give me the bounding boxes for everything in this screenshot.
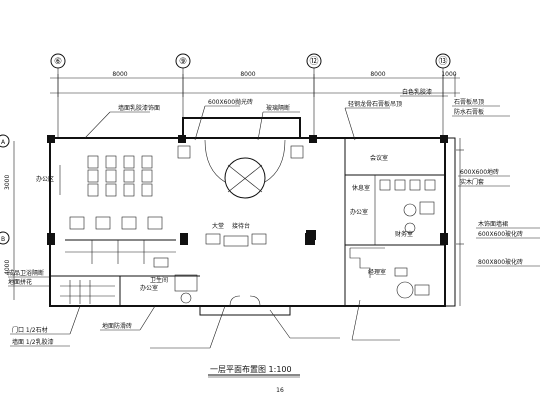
note-15: 墙面 1/2乳胶漆 [12, 338, 54, 346]
axis-12-label: ⑫ [309, 56, 318, 67]
dim-side-1: 3000 [4, 175, 11, 190]
room-manager-label: 经理室 [368, 268, 386, 276]
note-10: 600X600玻化砖 [478, 230, 523, 238]
right-rooms: 会议室 财务室 经理室 办公室 休息室 [344, 138, 445, 306]
page-number: 16 [276, 387, 284, 394]
note-13: 地面拼花 [8, 278, 32, 286]
note-5: 石膏板吊顶 [454, 98, 484, 106]
axis-13-label: ⑬ [438, 56, 447, 67]
room-finance-label: 财务室 [395, 230, 413, 238]
axis-bubbles-top: ⑥ ⑨ ⑫ ⑬ [50, 53, 451, 138]
room-lobby-label: 大堂 [212, 222, 224, 230]
note-6: 防水石膏板 [454, 108, 484, 116]
note-4: 白色乳胶漆 [402, 88, 432, 96]
dim-side-2: 4000 [4, 260, 11, 275]
note-16: 地面防滑砖 [102, 322, 132, 330]
room-right-mid-label: 休息室 [352, 184, 370, 192]
dim-1: 8000 [112, 71, 127, 78]
drawing-title-text: 一层平面布置图 1:100 [210, 364, 292, 374]
axis-b-label: B [1, 236, 5, 243]
axis-bubbles-left: A B 3000 4000 [0, 134, 15, 300]
note-1: 600X600抛光砖 [208, 98, 253, 106]
annotations: 墙面乳胶漆饰面 600X600抛光砖 玻璃隔断 轻钢龙骨石膏板吊顶 白色乳胶漆 … [8, 88, 540, 349]
room-right-small-label: 办公室 [350, 208, 368, 216]
room-wc-label: 卫生间 [150, 276, 168, 284]
note-2: 玻璃隔断 [266, 104, 290, 112]
room-meeting-label: 会议室 [370, 154, 388, 162]
note-3: 轻钢龙骨石膏板吊顶 [348, 100, 402, 108]
dim-2: 8000 [240, 71, 255, 78]
axis-9-label: ⑨ [179, 57, 187, 67]
note-9: 木饰面墙裙 [478, 220, 508, 228]
room-office-label: 办公区 [36, 175, 54, 183]
note-8: 实木门套 [460, 178, 484, 186]
dim-3: 8000 [370, 71, 385, 78]
axis-a-label: A [1, 139, 6, 146]
drawing-title: 一层平面布置图 1:100 [208, 364, 300, 378]
dimension-line-right [456, 138, 464, 306]
axis-6-label: ⑥ [54, 57, 62, 67]
dim-4: 1000 [441, 71, 456, 78]
room-reception-label: 接待台 [232, 222, 250, 230]
note-14: 门口 1/2石材 [12, 326, 48, 334]
note-12: 成品卫浴隔断 [8, 269, 44, 277]
desk-row [65, 216, 176, 268]
note-11: 800X800玻化砖 [478, 258, 523, 266]
note-0: 墙面乳胶漆饰面 [118, 104, 160, 112]
room-left-label: 办公室 [140, 284, 158, 292]
note-7: 600X600地砖 [460, 168, 499, 176]
dimension-line-top: 8000 8000 8000 1000 [50, 71, 460, 97]
office-workstations: 办公区 [36, 155, 153, 197]
left-lower-rooms: 办公室 卫生间 [50, 274, 200, 306]
lobby-area: 大堂 接待台 [177, 139, 316, 307]
outer-walls [49, 117, 456, 316]
